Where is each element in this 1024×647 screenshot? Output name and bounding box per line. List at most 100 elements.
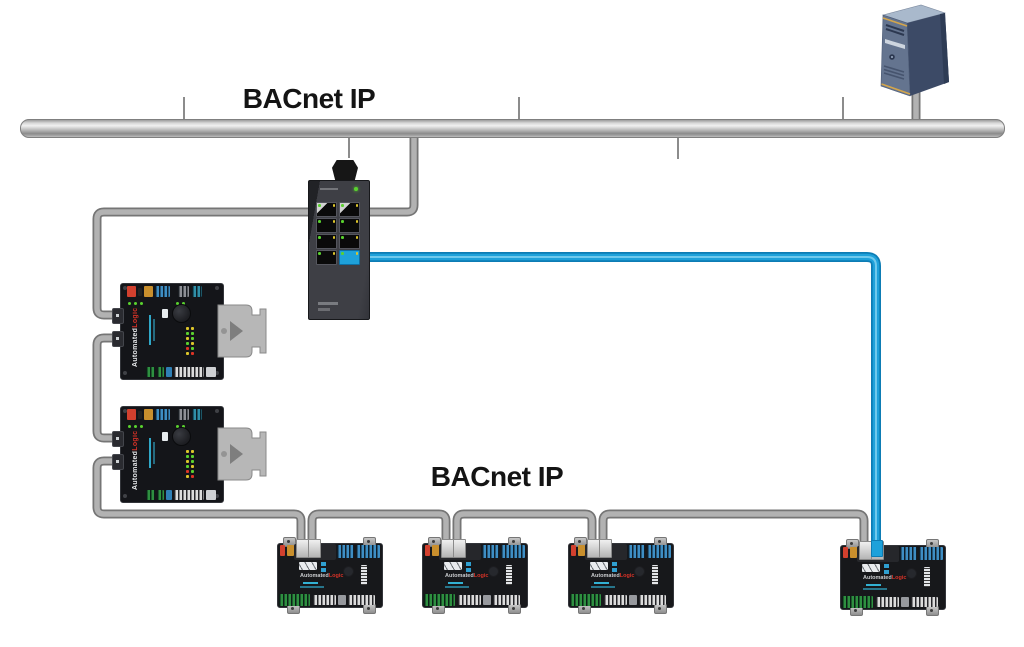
- barcode-sticker: [506, 565, 512, 585]
- io-led-matrix: [186, 327, 194, 355]
- brand-automated: Automated: [132, 327, 139, 367]
- terminal-green: [157, 367, 164, 377]
- bus-tick: [677, 138, 679, 159]
- pin-header: [639, 595, 666, 605]
- cable-io2-to-io3: [457, 514, 592, 545]
- controller-body: [120, 283, 224, 380]
- terminal-amber: [850, 547, 857, 558]
- terminal-blue-small: [166, 490, 172, 500]
- screw: [123, 409, 127, 413]
- server-vent-slit: [883, 68, 905, 77]
- switch-din-clip: [332, 160, 358, 182]
- terminal-blue: [647, 545, 671, 558]
- switch-port: [339, 202, 360, 217]
- vav-controller-icon: AutomatedLogic: [112, 406, 270, 503]
- switch-port: [316, 250, 337, 265]
- terminal-blue: [155, 409, 170, 420]
- bus-label-bottom: BACnet IP: [430, 461, 564, 492]
- pin-header: [604, 595, 627, 605]
- model-text-cyan: [591, 586, 615, 588]
- server-trim-bottom: [881, 83, 911, 95]
- switch-model-text: [318, 308, 330, 311]
- actuator-knob: [172, 427, 191, 446]
- bacnet-ip-bus-pipe: [20, 119, 1005, 138]
- switch-label-text: [320, 188, 338, 190]
- cable-vav1-to-vav2: [97, 338, 116, 438]
- brand-logic: Logic: [891, 575, 907, 581]
- screw: [123, 494, 127, 498]
- model-text-cyan: [149, 315, 151, 345]
- terminal-teal: [192, 286, 202, 297]
- comm-port: [112, 454, 124, 470]
- terminal-green: [842, 596, 873, 608]
- mounting-tab: [654, 604, 667, 614]
- server-drive-slot: [885, 39, 905, 49]
- comm-port: [112, 431, 124, 447]
- mini-terminal-blue: [612, 562, 617, 572]
- switch-port: [316, 218, 337, 233]
- server-vent-slit: [883, 72, 905, 80]
- server-trim-top: [882, 17, 908, 27]
- io-controller-icon: AutomatedLogic: [422, 537, 528, 614]
- model-text-cyan: [594, 582, 609, 584]
- waveform-label: [444, 562, 462, 570]
- brand-label: AutomatedLogic: [863, 575, 907, 582]
- switch-port: [316, 234, 337, 249]
- model-text-cyan: [149, 438, 151, 468]
- terminal-blue: [356, 545, 380, 558]
- terminal-green: [424, 594, 455, 606]
- switch-port: [339, 218, 360, 233]
- brand-label: AutomatedLogic: [132, 431, 139, 490]
- barcode-sticker: [361, 565, 367, 585]
- model-text-cyan: [153, 442, 155, 464]
- actuator-bracket-icon: [217, 427, 267, 481]
- screw: [215, 371, 219, 375]
- terminal-dark: [138, 288, 142, 296]
- comm-port-2: [598, 539, 612, 558]
- brand-label: AutomatedLogic: [300, 573, 343, 580]
- server-vent-slit: [885, 28, 905, 36]
- mounting-tab: [508, 604, 521, 614]
- terminal-amber: [144, 286, 153, 297]
- bus-tick: [518, 97, 520, 120]
- server-vent-slit: [885, 24, 905, 32]
- bus-label-top: BACnet IP: [242, 83, 376, 114]
- pin-header: [348, 595, 375, 605]
- screw: [215, 494, 219, 498]
- terminal-green: [279, 594, 310, 606]
- cable-io1-to-io2: [312, 514, 446, 545]
- comm-port: [112, 308, 124, 324]
- status-led-cluster: [128, 301, 146, 305]
- brand-automated: Automated: [132, 450, 139, 490]
- cable-io3-to-io4: [603, 514, 864, 545]
- bus-tick: [842, 97, 844, 120]
- brand-label: AutomatedLogic: [132, 308, 139, 367]
- comm-port: [112, 331, 124, 347]
- model-text-cyan: [303, 582, 318, 584]
- connector-gray: [629, 595, 637, 605]
- model-text-cyan: [153, 319, 155, 341]
- brand-automated: Automated: [445, 573, 474, 579]
- connector-gray: [483, 595, 491, 605]
- server-side-face: [907, 13, 949, 96]
- mini-terminal-blue: [884, 564, 889, 574]
- brand-logic: Logic: [473, 573, 489, 579]
- server-tower-icon: [880, 4, 949, 97]
- brand-label: AutomatedLogic: [591, 573, 634, 580]
- switch-power-led: [354, 187, 358, 191]
- switch-model-text: [318, 302, 338, 305]
- terminal-blue: [628, 545, 645, 558]
- terminal-red: [843, 547, 848, 558]
- speaker-dot: [906, 568, 917, 579]
- terminal-blue: [155, 286, 170, 297]
- actuator-knob: [172, 304, 191, 323]
- terminal-blue: [337, 545, 354, 558]
- screw: [123, 286, 127, 290]
- terminal-green: [570, 594, 601, 606]
- io-controller-icon: AutomatedLogic: [840, 539, 946, 616]
- barcode-sticker: [924, 567, 930, 587]
- mounting-tab: [363, 604, 376, 614]
- switch-port: [339, 234, 360, 249]
- brand-label: AutomatedLogic: [445, 573, 489, 580]
